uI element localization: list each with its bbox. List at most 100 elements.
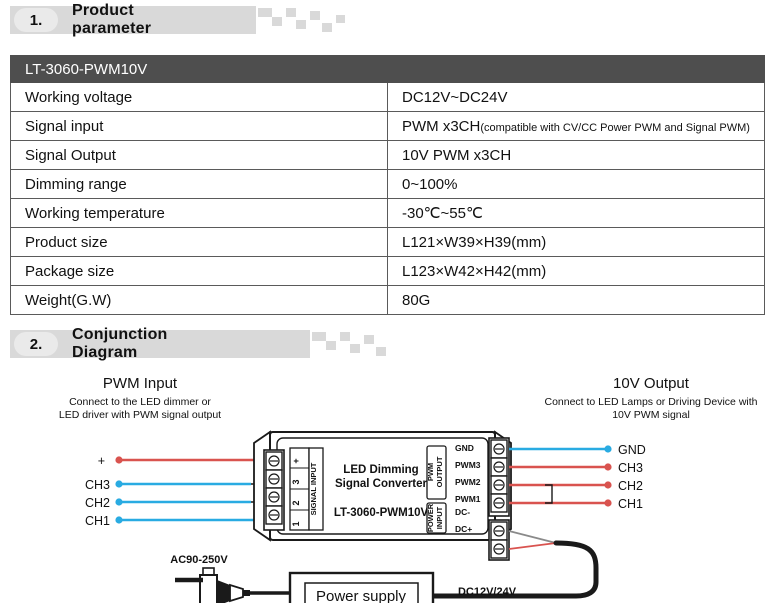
terminal-label-plus: + xyxy=(291,458,301,463)
power-supply-label: Power supply xyxy=(316,588,407,603)
input-wire-label-ch2: CH2 xyxy=(85,496,110,510)
table-row: Working voltage DC12V~DC24V xyxy=(10,82,765,112)
output-terminal-screws xyxy=(488,437,510,561)
section-number: 1. xyxy=(14,8,58,32)
row-value: 10V PWM x3CH xyxy=(387,140,765,170)
row-value: L121×W39×H39(mm) xyxy=(387,227,765,257)
section-number: 2. xyxy=(14,332,58,356)
row-value-text: L123×W42×H42(mm) xyxy=(402,262,547,280)
row-value: -30℃~55℃ xyxy=(387,198,765,228)
row-value-text: 0~100% xyxy=(402,175,458,193)
ac-voltage-label: AC90-250V xyxy=(170,554,228,566)
row-value-text: -30℃~55℃ xyxy=(402,205,483,222)
output-wire-label-ch2: CH2 xyxy=(618,479,643,493)
pin-label-pwm2: PWM2 xyxy=(455,477,481,487)
row-label: Product size xyxy=(10,227,388,257)
power-supply-unit: Power supply AC90-250V DC12V/24V xyxy=(170,554,517,603)
input-wire-label-ch3: CH3 xyxy=(85,478,110,492)
terminal-label-3: 3 xyxy=(291,479,301,484)
input-wire-label-ch1: CH1 xyxy=(85,514,110,528)
row-label: Package size xyxy=(10,256,388,286)
pin-label-pwm1: PWM1 xyxy=(455,494,481,504)
power-input-label: POWER xyxy=(426,503,435,532)
product-parameter-table: LT-3060-PWM10V Working voltage DC12V~DC2… xyxy=(10,55,765,315)
decor-pixel xyxy=(272,17,282,26)
device-model: LT-3060-PWM10V xyxy=(334,507,429,519)
row-label: Weight(G.W) xyxy=(10,285,388,315)
row-value-note: (compatible with CV/CC Power PWM and Sig… xyxy=(480,121,750,134)
decor-pixel xyxy=(336,15,345,23)
decor-pixel xyxy=(258,8,272,17)
input-terminal-screws xyxy=(263,449,285,531)
row-value-text: PWM x3CH xyxy=(402,117,481,135)
ac-plug-icon xyxy=(175,567,290,603)
row-label: Signal input xyxy=(10,111,388,141)
row-value: PWM x3CH(compatible with CV/CC Power PWM… xyxy=(387,111,765,141)
pin-label-pwm3: PWM3 xyxy=(455,460,481,470)
row-value: 0~100% xyxy=(387,169,765,199)
decor-pixel xyxy=(350,344,360,353)
device-name-line2: Signal Converter xyxy=(335,478,428,490)
table-header-row: LT-3060-PWM10V xyxy=(10,55,765,83)
signal-input-block: + 3 2 1 SIGNAL INPUT xyxy=(289,447,324,531)
decor-pixel xyxy=(322,23,332,32)
section-title: Conjunction Diagram xyxy=(72,326,168,361)
row-value-text: L121×W39×H39(mm) xyxy=(402,233,547,251)
input-caption-line1: Connect to the LED dimmer or xyxy=(69,396,211,408)
pin-label-dc-plus: DC+ xyxy=(455,524,472,534)
dc-voltage-label: DC12V/24V xyxy=(458,586,517,598)
dc-power-cable xyxy=(427,530,599,599)
input-wire-label-plus: + xyxy=(98,454,105,468)
table-row: Weight(G.W) 80G xyxy=(10,285,765,315)
output-caption-title: 10V Output xyxy=(613,375,690,392)
decor-pixel xyxy=(296,20,306,29)
table-row: Dimming range 0~100% xyxy=(10,169,765,199)
input-wire-group: + CH3 CH2 CH1 xyxy=(85,454,268,528)
output-wire-label-gnd: GND xyxy=(618,443,646,457)
signal-input-label: SIGNAL INPUT xyxy=(309,462,318,515)
row-value-text: DC12V~DC24V xyxy=(402,88,508,106)
decor-pixel xyxy=(312,332,326,341)
row-value-text: 10V PWM x3CH xyxy=(402,146,512,164)
row-label: Signal Output xyxy=(10,140,388,170)
pwm-output-label: PWM xyxy=(426,463,435,481)
row-label: Dimming range xyxy=(10,169,388,199)
conjunction-diagram: PWM Input Connect to the LED dimmer or L… xyxy=(0,368,774,603)
table-row: Package size L123×W42×H42(mm) xyxy=(10,256,765,286)
device-name-line1: LED Dimming xyxy=(343,464,418,476)
section-title: Product parameter xyxy=(72,2,152,37)
table-row: Product size L121×W39×H39(mm) xyxy=(10,227,765,257)
output-wire-group: GND CH3 CH2 CH1 xyxy=(509,443,646,511)
pwm-output-label2: OUTPUT xyxy=(435,456,444,487)
decor-pixel xyxy=(310,11,320,20)
table-header-model: LT-3060-PWM10V xyxy=(10,55,765,83)
pin-label-dc-minus: DC- xyxy=(455,507,470,517)
terminal-label-1: 1 xyxy=(291,521,301,526)
table-row: Working temperature -30℃~55℃ xyxy=(10,198,765,228)
output-wire-label-ch3: CH3 xyxy=(618,461,643,475)
row-label: Working temperature xyxy=(10,198,388,228)
row-value: DC12V~DC24V xyxy=(387,82,765,112)
power-input-label2: INPUT xyxy=(435,506,444,529)
decor-pixel xyxy=(326,341,336,350)
pin-label-gnd: GND xyxy=(455,443,474,453)
output-caption-line2: 10V PWM signal xyxy=(612,409,690,421)
output-wire-label-ch1: CH1 xyxy=(618,497,643,511)
output-caption-line1: Connect to LED Lamps or Driving Device w… xyxy=(544,396,757,408)
section-header-bar xyxy=(10,330,310,358)
power-input-block: POWER INPUT DC- DC+ xyxy=(426,502,472,534)
input-caption-line2: LED driver with PWM signal output xyxy=(59,409,221,421)
row-value: L123×W42×H42(mm) xyxy=(387,256,765,286)
terminal-label-2: 2 xyxy=(291,500,301,505)
input-caption-title: PWM Input xyxy=(103,375,178,392)
decor-pixel xyxy=(340,332,350,341)
table-row: Signal input PWM x3CH(compatible with CV… xyxy=(10,111,765,141)
row-value: 80G xyxy=(387,285,765,315)
decor-pixel xyxy=(376,347,386,356)
row-label: Working voltage xyxy=(10,82,388,112)
decor-pixel xyxy=(286,8,296,17)
decor-pixel xyxy=(364,335,374,344)
table-row: Signal Output 10V PWM x3CH xyxy=(10,140,765,170)
pwm-output-block: PWM OUTPUT GND PWM3 PWM2 PWM1 xyxy=(426,443,481,504)
row-value-text: 80G xyxy=(402,291,431,309)
